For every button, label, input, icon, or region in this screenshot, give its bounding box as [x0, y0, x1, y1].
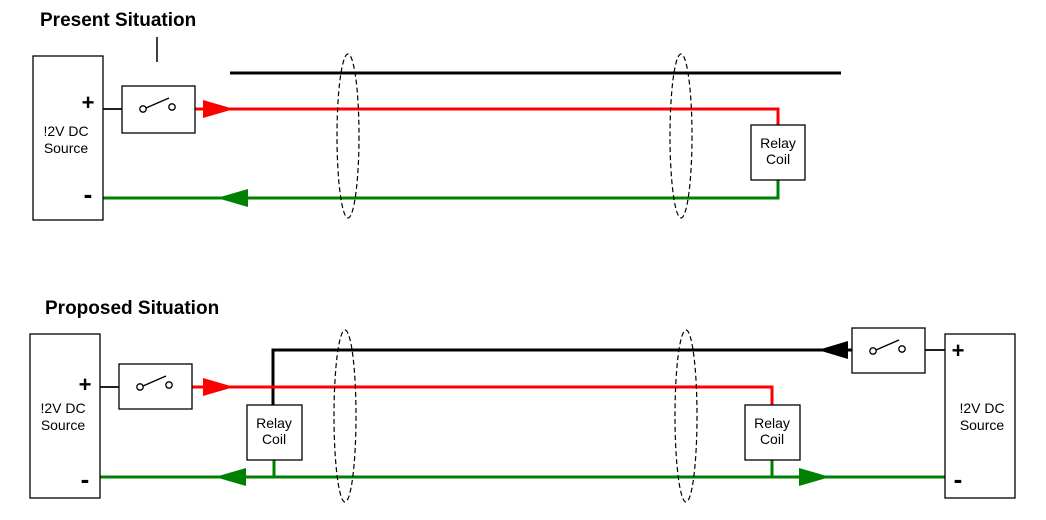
proposed-positive-flow-arrow [203, 378, 234, 396]
proposed-left-dc-source-minus-terminal: - [81, 464, 90, 494]
proposed-right-dc-source-box [944, 333, 1016, 499]
proposed-left-dc-source-box [29, 333, 101, 499]
proposed-positive-wire [192, 385, 774, 405]
proposed-left-dc-source-label-line2: Source [41, 417, 86, 433]
switch-lever [875, 339, 900, 351]
present-return-wire [103, 180, 780, 200]
proposed-left-switch-box [118, 363, 193, 410]
proposed-right-dc-source-label-line1: !2V DC [959, 400, 1004, 416]
proposed-title: Proposed Situation [45, 298, 219, 319]
proposed-control-wire [271, 348, 852, 405]
switch-lever [142, 375, 167, 387]
proposed-return-flow-arrow-right [799, 468, 830, 486]
present-dc-source-plus-terminal: + [82, 90, 95, 115]
proposed-right-relay-coil-box [744, 404, 801, 461]
switch-terminal-dot [165, 381, 173, 389]
present-switch-icon [139, 97, 176, 113]
proposed-right-relay-coil-label-line1: Relay [754, 415, 790, 431]
present-positive-flow-arrow [203, 100, 234, 118]
switch-terminal-dot [136, 383, 144, 391]
present-dc-source-box [32, 55, 104, 221]
present-dc-source-label-line1: !2V DC [43, 123, 88, 139]
proposed-return-flow-arrow-left [215, 468, 246, 486]
proposed-left-dc-source-plus-terminal: + [79, 372, 92, 397]
present-relay-coil-label-line1: Relay [760, 135, 796, 151]
switch-lever [145, 97, 170, 109]
present-positive-wire [195, 107, 780, 125]
switch-terminal-dot [139, 105, 147, 113]
proposed-right-dc-source-label-line2: Source [960, 417, 1005, 433]
switch-terminal-dot [869, 347, 877, 355]
proposed-cable-bundle-ellipse-left [333, 329, 357, 503]
proposed-right-switch-icon [869, 339, 906, 355]
present-title: Present Situation [40, 10, 196, 31]
switch-terminal-dot [898, 345, 906, 353]
present-cable-bundle-ellipse-left [336, 53, 360, 219]
proposed-cable-bundle-ellipse-right [674, 329, 698, 503]
proposed-left-relay-coil-label-line1: Relay [256, 415, 292, 431]
present-relay-coil-label-line2: Coil [766, 151, 790, 167]
present-dc-source-label-line2: Source [44, 140, 89, 156]
proposed-right-switch-box [851, 327, 926, 374]
present-relay-coil-box [750, 124, 806, 181]
proposed-right-dc-source-minus-terminal: - [954, 464, 963, 494]
proposed-right-relay-coil-label-line2: Coil [760, 431, 784, 447]
proposed-left-switch-icon [136, 375, 173, 391]
switch-terminal-dot [168, 103, 176, 111]
proposed-left-dc-source-label-line1: !2V DC [40, 400, 85, 416]
proposed-left-relay-coil-box [246, 404, 303, 461]
present-return-flow-arrow [217, 189, 248, 207]
proposed-right-dc-source-plus-terminal: + [952, 338, 965, 363]
present-dc-source-minus-terminal: - [84, 179, 93, 209]
present-switch-box [121, 85, 196, 134]
proposed-control-flow-arrow [818, 341, 848, 359]
proposed-left-relay-coil-label-line2: Coil [262, 431, 286, 447]
present-cable-bundle-ellipse-right [669, 53, 693, 219]
